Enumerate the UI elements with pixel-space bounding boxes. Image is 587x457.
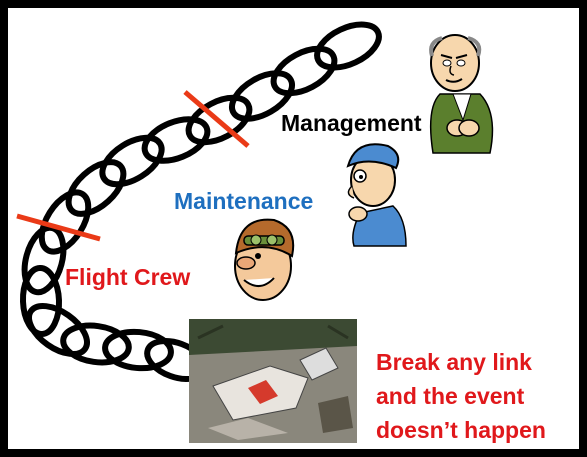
maintenance-label: Maintenance xyxy=(174,190,313,213)
conclusion-text: Break any link and the event doesn’t hap… xyxy=(376,345,546,447)
manager-cartoon-icon xyxy=(431,35,493,153)
pilot-cartoon-icon xyxy=(235,220,293,300)
flight-crew-label: Flight Crew xyxy=(65,266,190,289)
management-label: Management xyxy=(281,112,422,135)
slide: Management Maintenance Flight Crew Break… xyxy=(8,8,579,449)
crash-wreckage-photo xyxy=(189,319,357,443)
conclusion-line-1: Break any link xyxy=(376,345,546,379)
mechanic-cartoon-icon xyxy=(348,144,406,246)
conclusion-line-2: and the event xyxy=(376,379,546,413)
conclusion-line-3: doesn’t happen xyxy=(376,413,546,447)
